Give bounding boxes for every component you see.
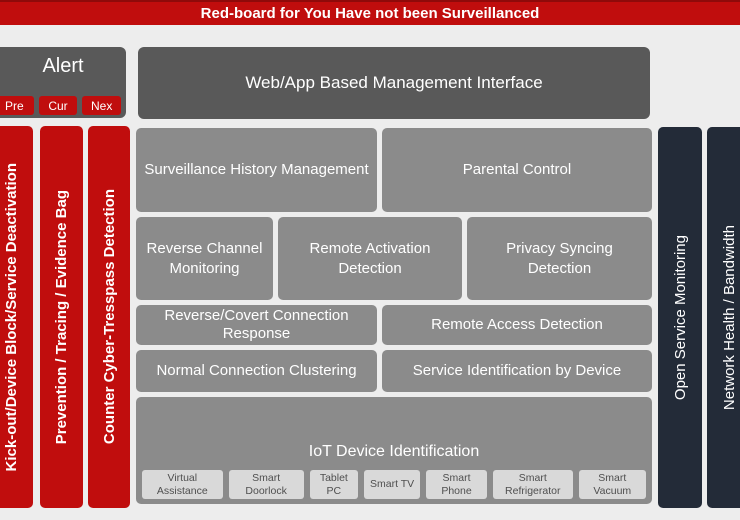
alert-button-cur[interactable]: Cur [38, 96, 78, 115]
device-chip-tablet-pc: Tablet PC [309, 470, 359, 499]
module-reverse-channel-monitoring: Reverse Channel Monitoring [136, 217, 273, 300]
device-chip-virtual-assistance: Virtual Assistance [142, 470, 223, 499]
right-column-open-service-label: Open Service Monitoring [671, 234, 689, 401]
top-banner: Red-board for You Have not been Surveill… [0, 0, 740, 25]
module-normal-connection-clustering: Normal Connection Clustering [136, 350, 377, 392]
iot-device-identification-panel: IoT Device Identification Virtual Assist… [136, 397, 652, 504]
left-column-kickout-device-block: Kick-out/Device Block/Service Deactivati… [0, 126, 33, 508]
alert-button-row: Pre Cur Nex [0, 96, 122, 115]
right-column-network-health-label: Network Health / Bandwidth [720, 224, 738, 411]
device-chip-smart-doorlock: Smart Doorlock [228, 470, 304, 499]
alert-button-nex[interactable]: Nex [82, 96, 122, 115]
right-column-open-service-monitoring: Open Service Monitoring [658, 127, 702, 508]
left-column-prevention-tracing: Prevention / Tracing / Evidence Bag [40, 126, 83, 508]
module-surveillance-history-management: Surveillance History Management [136, 128, 377, 212]
device-chip-smart-tv: Smart TV [364, 470, 421, 499]
left-column-kickout-label: Kick-out/Device Block/Service Deactivati… [3, 162, 20, 472]
module-remote-access-detection: Remote Access Detection [382, 305, 652, 345]
device-chip-smart-refrigerator: Smart Refrigerator [492, 470, 573, 499]
alert-panel: Alert Pre Cur Nex [0, 47, 126, 118]
module-service-identification-by-device: Service Identification by Device [382, 350, 652, 392]
module-privacy-syncing-detection: Privacy Syncing Detection [467, 217, 652, 300]
left-column-counter-label: Counter Cyber-Tresspass Detection [100, 189, 118, 445]
iot-device-row: Virtual Assistance Smart Doorlock Tablet… [142, 470, 646, 499]
right-column-network-health-bandwidth: Network Health / Bandwidth [707, 127, 740, 508]
module-parental-control: Parental Control [382, 128, 652, 212]
alert-title: Alert [42, 55, 84, 77]
device-chip-smart-vacuum: Smart Vacuum [578, 470, 646, 499]
management-interface-panel: Web/App Based Management Interface [138, 47, 650, 119]
left-column-counter-cyber-tresspass: Counter Cyber-Tresspass Detection [88, 126, 130, 508]
module-reverse-covert-connection-response: Reverse/Covert Connection Response [136, 305, 377, 345]
module-remote-activation-detection: Remote Activation Detection [278, 217, 462, 300]
alert-button-pre[interactable]: Pre [0, 96, 34, 115]
device-chip-smart-phone: Smart Phone [426, 470, 487, 499]
left-column-prevention-label: Prevention / Tracing / Evidence Bag [53, 189, 70, 445]
iot-panel-title: IoT Device Identification [308, 443, 480, 460]
